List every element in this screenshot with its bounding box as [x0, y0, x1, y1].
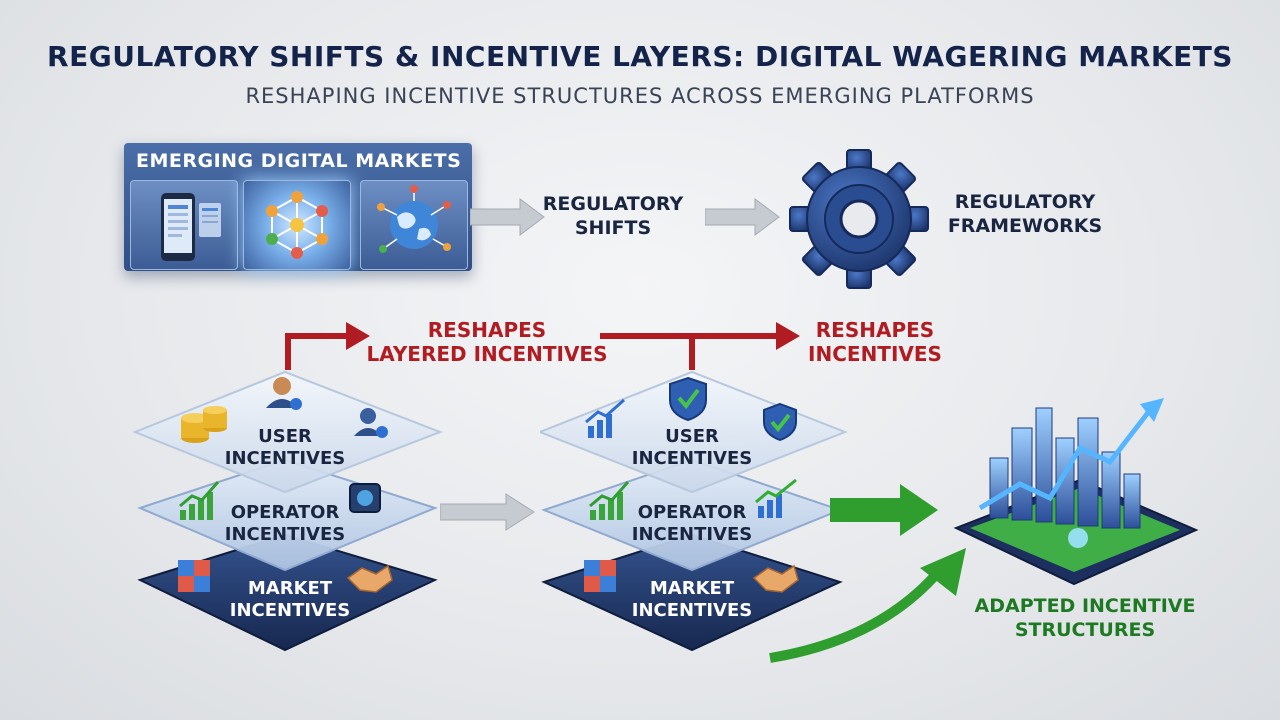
user-layer	[132, 370, 443, 494]
left-market-incentives-label: MARKET INCENTIVES	[205, 578, 375, 622]
puzzle-icon	[178, 560, 210, 592]
left-operator-line1: OPERATOR	[230, 502, 340, 523]
network-tile	[243, 180, 351, 270]
arrow-to-shifts-icon	[470, 198, 545, 236]
gear-icon	[789, 149, 929, 289]
right-market-incentives-label: MARKET INCENTIVES	[607, 578, 777, 622]
slot-machine-icon	[349, 483, 381, 513]
mobile-tile	[130, 180, 238, 270]
user-icon	[266, 377, 302, 410]
regulatory-shifts-line2: SHIFTS	[574, 217, 652, 239]
handshake-icon	[752, 564, 799, 593]
page-title: REGULATORY SHIFTS & INCENTIVE LAYERS: DI…	[47, 40, 1233, 73]
right-operator-incentives-label: OPERATOR INCENTIVES	[607, 502, 777, 546]
green-arrow-curve-icon	[769, 548, 966, 663]
shield-check-icon	[669, 376, 707, 422]
reshapes-incentives-line2: INCENTIVES	[808, 342, 942, 366]
user-download-icon	[354, 408, 388, 438]
right-user-incentives-label: USER INCENTIVES	[607, 426, 777, 470]
adapted-line2: STRUCTURES	[1014, 619, 1156, 641]
user-layer	[540, 370, 848, 494]
regulatory-frameworks-label: REGULATORY FRAMEWORKS	[935, 190, 1115, 238]
green-arrow-right-icon	[830, 484, 938, 536]
page-subtitle: RESHAPING INCENTIVE STRUCTURES ACROSS EM…	[245, 84, 1035, 108]
reshape-arrows	[285, 322, 800, 370]
left-user-line1: USER	[258, 426, 312, 447]
reshapes-incentives-label: RESHAPES INCENTIVES	[790, 318, 960, 366]
right-operator-line2: INCENTIVES	[631, 524, 753, 545]
right-layer-stack	[540, 370, 848, 652]
left-market-line1: MARKET	[247, 578, 333, 599]
red-arrow-right-icon	[600, 322, 800, 370]
reshapes-layered-line2: LAYERED INCENTIVES	[366, 342, 608, 366]
left-market-line2: INCENTIVES	[229, 600, 351, 621]
shield-check-icon	[763, 402, 797, 442]
right-user-line1: USER	[665, 426, 719, 447]
mobile-phone-icon	[161, 193, 221, 261]
adapted-line1: ADAPTED INCENTIVE	[974, 595, 1196, 617]
adapted-city-icon	[953, 398, 1199, 586]
right-market-line1: MARKET	[649, 578, 735, 599]
reshapes-incentives-line1: RESHAPES	[815, 318, 935, 342]
regulatory-frameworks-line1: REGULATORY	[954, 191, 1096, 213]
globe-network-icon	[377, 185, 451, 253]
coins-icon	[181, 406, 227, 443]
bar-growth-icon	[585, 398, 625, 438]
regulatory-shifts-line1: REGULATORY	[542, 193, 684, 215]
regulatory-frameworks-line2: FRAMEWORKS	[947, 215, 1103, 237]
regulatory-shifts-label: REGULATORY SHIFTS	[538, 192, 688, 240]
reshapes-layered-label: RESHAPES LAYERED INCENTIVES	[352, 318, 622, 366]
red-arrow-left-icon	[285, 322, 370, 370]
bar-growth-icon	[755, 478, 797, 518]
growth-chart-icon	[179, 481, 220, 520]
puzzle-icon	[584, 560, 616, 592]
left-layer-stack	[132, 370, 443, 652]
right-operator-line1: OPERATOR	[637, 502, 747, 523]
arrow-to-gear-icon	[705, 198, 780, 236]
right-market-line2: INCENTIVES	[631, 600, 753, 621]
left-user-line2: INCENTIVES	[224, 448, 346, 469]
reshapes-layered-line1: RESHAPES	[427, 318, 547, 342]
adapted-structures-label: ADAPTED INCENTIVE STRUCTURES	[950, 594, 1220, 642]
globe-tile	[360, 180, 468, 270]
handshake-icon	[346, 564, 393, 593]
network-nodes-icon	[266, 191, 328, 259]
growth-chart-icon	[589, 481, 630, 520]
emerging-markets-title: EMERGING DIGITAL MARKETS	[136, 150, 462, 172]
arrow-between-stacks-icon	[440, 493, 535, 531]
left-operator-incentives-label: OPERATOR INCENTIVES	[200, 502, 370, 546]
left-user-incentives-label: USER INCENTIVES	[200, 426, 370, 470]
left-operator-line2: INCENTIVES	[224, 524, 346, 545]
right-user-line2: INCENTIVES	[631, 448, 753, 469]
